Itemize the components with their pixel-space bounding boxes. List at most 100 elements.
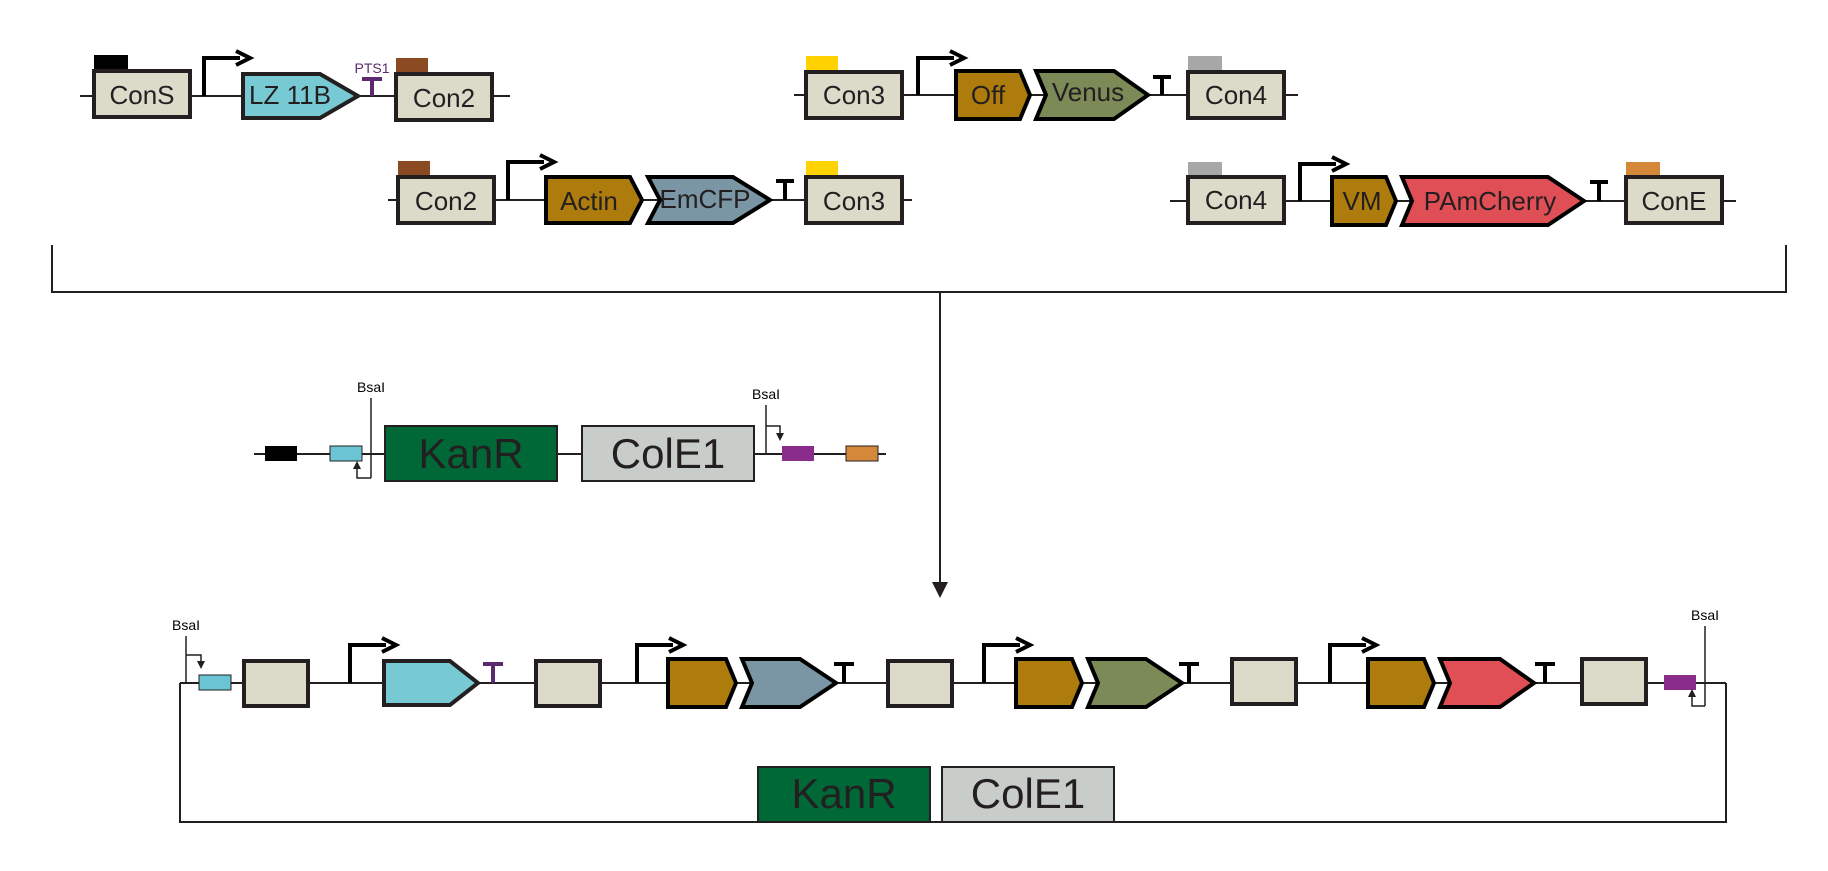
- promoter-arrowhead: [235, 49, 255, 67]
- plasmid-kanr-label: KanR: [791, 770, 896, 817]
- venus-label: Venus: [1052, 77, 1124, 107]
- cons-tab: [94, 55, 128, 70]
- cone-label: ConE: [1641, 186, 1706, 216]
- assembly-arrowhead-icon: [932, 582, 948, 598]
- cone-connector-box: [1624, 175, 1724, 225]
- plasmid-connector-4: [1230, 657, 1298, 706]
- cons-connector-box: [92, 69, 192, 119]
- vector-site-orange: [845, 445, 879, 462]
- plasmid-lz11b-cds: [382, 659, 482, 707]
- con3-label-2: Con3: [823, 80, 885, 110]
- plasmid-vm-part: [1366, 657, 1437, 709]
- terminator-icon: [776, 179, 794, 200]
- promoter-arrow: [1298, 162, 1336, 201]
- vm-label: VM: [1343, 186, 1382, 216]
- unit-3: Con3 Off Venus Con4: [794, 49, 1298, 121]
- terminator-icon: [834, 662, 854, 683]
- plasmid-bsai-right-hook: [1691, 694, 1705, 707]
- promoter-arrowhead: [1015, 636, 1035, 654]
- con2-label: Con2: [413, 83, 475, 113]
- unit-1: ConS LZ 11B PTS1 Con2: [80, 49, 510, 122]
- emcfp-label: EmCFP: [660, 184, 751, 214]
- vector-site-cyan: [329, 445, 363, 462]
- plasmid-site-cyan: [198, 674, 232, 691]
- lz11b-cds: [241, 72, 362, 120]
- promoter-arrow: [635, 643, 673, 683]
- con3-tab-2: [806, 56, 838, 71]
- pts1-terminator-icon: [362, 77, 382, 96]
- plasmid-pamcherry-part: [1437, 657, 1538, 709]
- con2-connector-box-2: [396, 175, 496, 225]
- plasmid-connector-3: [886, 659, 954, 708]
- plasmid-connector-5: [1580, 657, 1648, 706]
- con4-label-2: Con4: [1205, 185, 1267, 215]
- con4-tab-2: [1188, 162, 1222, 177]
- lz11b-label: LZ 11B: [249, 80, 331, 110]
- vector-kanr-label: KanR: [418, 430, 523, 477]
- plasmid-connector-2: [534, 659, 602, 708]
- promoter-arrow: [1328, 643, 1366, 683]
- vector-site-purple: [782, 446, 814, 461]
- vector-cole1-label: ColE1: [611, 430, 725, 477]
- plasmid-site-purple: [1664, 675, 1696, 690]
- cone-tab: [1626, 162, 1660, 177]
- actin-label: Actin: [560, 186, 618, 216]
- plasmid-bsai-right-arrow-icon: [1688, 689, 1696, 697]
- terminator-icon: [1535, 662, 1555, 683]
- promoter-arrowhead: [949, 49, 969, 67]
- promoter-arrow: [982, 643, 1020, 683]
- plasmid-off-part: [1014, 657, 1085, 709]
- plasmid-bsai-right-label: BsaI: [1691, 607, 1719, 623]
- vector-bsai-left-hook: [356, 466, 371, 479]
- terminator-icon: [1590, 180, 1608, 201]
- plasmid-connector-1: [242, 659, 310, 708]
- vector-bsai-right-hook: [766, 425, 781, 436]
- con4-connector-box-2: [1186, 175, 1286, 225]
- terminator-icon: [1179, 662, 1199, 683]
- promoter-arrowhead: [381, 636, 401, 654]
- actin-part: [544, 175, 645, 225]
- con2-tab-2: [398, 161, 430, 176]
- plasmid-bsai-left-arrow-icon: [197, 661, 205, 669]
- pts1-terminator-icon: [483, 662, 503, 683]
- vm-part: [1330, 175, 1399, 227]
- cons-label: ConS: [109, 80, 174, 110]
- assembled-plasmid: BsaI BsaI KanR: [172, 607, 1727, 823]
- con4-label: Con4: [1205, 80, 1267, 110]
- destination-vector: BsaI KanR ColE1 BsaI: [254, 379, 886, 482]
- con2-tab: [396, 58, 428, 73]
- off-label: Off: [971, 80, 1006, 110]
- vector-bsai-right-arrow-icon: [776, 433, 784, 441]
- combine-bracket: [51, 245, 1787, 293]
- con2-connector-box: [394, 72, 494, 122]
- promoter-arrow: [916, 56, 954, 95]
- promoter-arrow: [348, 643, 386, 683]
- con2-label-2: Con2: [415, 186, 477, 216]
- unit-4: Con4 VM PAmCherry ConE: [1170, 155, 1736, 227]
- con4-tab: [1188, 56, 1222, 71]
- promoter-arrowhead: [1331, 155, 1351, 173]
- promoter-arrowhead: [1361, 636, 1381, 654]
- con3-connector-box: [804, 175, 904, 225]
- plasmid-cole1-box: [941, 766, 1115, 823]
- vector-kanr-box: [384, 425, 558, 482]
- off-part: [954, 69, 1033, 121]
- promoter-arrow: [202, 56, 240, 96]
- pamcherry-part: [1399, 175, 1588, 227]
- promoter-arrow: [506, 160, 544, 200]
- con3-label: Con3: [823, 186, 885, 216]
- plasmid-bsai-left-label: BsaI: [172, 617, 200, 633]
- plasmid-cole1-label: ColE1: [971, 770, 1085, 817]
- promoter-arrowhead: [539, 153, 559, 171]
- vector-cole1-box: [581, 425, 755, 482]
- pamcherry-label: PAmCherry: [1424, 186, 1556, 216]
- plasmid-venus-part: [1085, 657, 1186, 709]
- vector-site-black: [265, 446, 297, 461]
- pts1-label: PTS1: [354, 60, 389, 76]
- terminator-icon: [1153, 75, 1171, 95]
- vector-bsai-left-arrow-icon: [353, 461, 361, 469]
- vector-bsai-left-label: BsaI: [357, 379, 385, 395]
- venus-part: [1033, 69, 1152, 121]
- vector-bsai-right-label: BsaI: [752, 386, 780, 402]
